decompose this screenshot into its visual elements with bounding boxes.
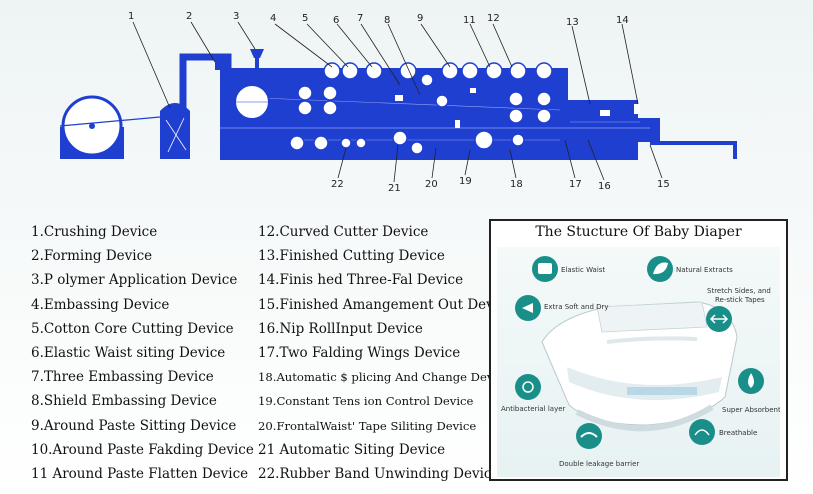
callout-15: 15 — [657, 179, 670, 190]
callout-22: 22 — [331, 179, 344, 190]
callout-1: 1 — [128, 11, 134, 22]
device-item-14: 14.Finis hed Three-Fal Device — [258, 272, 464, 289]
feature-antibacterial-layer: Antibacterial layer — [501, 405, 566, 413]
out-conveyor — [650, 141, 736, 145]
extra-soft-dry-icon — [515, 295, 541, 321]
callout-16: 16 — [598, 181, 611, 192]
device-item-2: 2.Forming Device — [31, 248, 153, 265]
polymer-hopper — [250, 49, 264, 58]
device-item-16: 16.Nip RollInput Device — [258, 320, 423, 337]
device-item-18: 18.Automatic $ plicing And Change Device — [258, 370, 511, 385]
stretch-sides-icon — [706, 306, 732, 332]
callout-14: 14 — [616, 15, 629, 26]
callout-9: 9 — [417, 13, 423, 24]
breathable-icon — [689, 419, 715, 445]
feature-double-leakage-barrier: Double leakage barrier — [559, 460, 639, 468]
device-item-3: 3.P olymer Application Device — [31, 272, 238, 289]
production-line-diagram: 1 2 3 4 5 6 7 8 9 11 12 13 14 22 21 20 1… — [59, 11, 737, 194]
device-item-7: 7.Three Embassing Device — [31, 369, 214, 386]
callout-20: 20 — [425, 179, 438, 190]
callout-4: 4 — [270, 13, 276, 24]
feature-breathable: Breathable — [719, 429, 757, 437]
device-item-17: 17.Two Falding Wings Device — [258, 345, 461, 362]
feature-elastic-waist: Elastic Waist — [561, 266, 605, 274]
device-item-1: 1.Crushing Device — [31, 224, 158, 240]
callout-17: 17 — [569, 179, 582, 190]
device-item-13: 13.Finished Cutting Device — [258, 248, 445, 265]
diaper-structure-panel: The Stucture Of Baby Diaper — [489, 219, 788, 481]
device-item-8: 8.Shield Embassing Device — [31, 393, 217, 410]
device-item-11: 11 Around Paste Flatten Device — [31, 466, 249, 483]
forming-device — [160, 111, 190, 159]
callout-2: 2 — [186, 11, 192, 22]
callout-18: 18 — [510, 179, 523, 190]
embossing-rolls — [289, 62, 553, 155]
device-item-6: 6.Elastic Waist siting Device — [31, 345, 226, 362]
device-item-10: 10.Around Paste Fakding Device — [31, 441, 254, 458]
callout-5: 5 — [302, 13, 308, 24]
device-list-left: 1.Crushing Device 2.Forming Device 3.P o… — [31, 220, 254, 486]
device-item-9: 9.Around Paste Sitting Device — [31, 417, 237, 434]
callout-19: 19 — [459, 176, 472, 187]
callout-6: 6 — [333, 15, 339, 26]
device-list-right: 12.Curved Cutter Device 13.Finished Cutt… — [258, 220, 514, 486]
device-item-22: 22.Rubber Band Unwinding Device — [258, 466, 500, 483]
callout-8: 8 — [384, 15, 390, 26]
device-item-15: 15.Finished Amangement Out Device — [258, 296, 514, 313]
elastic-waist-icon — [532, 256, 558, 282]
callout-7: 7 — [357, 13, 363, 24]
callout-12: 12 — [487, 13, 500, 24]
callout-21: 21 — [388, 183, 401, 194]
feature-natural-extracts: Natural Extracts — [676, 266, 733, 274]
structure-figure: Elastic Waist Natural Extracts Extra Sof… — [497, 247, 780, 477]
feature-extra-soft-dry: Extra Soft and Dry — [544, 303, 609, 311]
feature-super-absorbent: Super Absorbent — [722, 406, 780, 414]
device-item-20: 20.FrontalWaist' Tape Siliting Device — [258, 418, 477, 433]
diaper-illustration — [541, 301, 738, 432]
callout-13: 13 — [566, 17, 579, 28]
device-item-4: 4.Embassing Device — [31, 296, 170, 313]
natural-extracts-icon — [647, 256, 673, 282]
callout-3: 3 — [233, 11, 239, 22]
device-item-12: 12.Curved Cutter Device — [258, 224, 429, 240]
feature-restick-tapes: Re-stick Tapes — [715, 296, 765, 304]
double-leakage-barrier-icon — [576, 423, 602, 449]
device-item-21: 21 Automatic Siting Device — [258, 441, 446, 458]
device-item-19: 19.Constant Tens ion Control Device — [258, 394, 474, 409]
feature-stretch-sides: Stretch Sides, and — [707, 287, 771, 295]
antibacterial-layer-icon — [515, 374, 541, 400]
device-item-5: 5.Cotton Core Cutting Device — [31, 320, 234, 337]
structure-title: The Stucture Of Baby Diaper — [535, 224, 742, 240]
callout-11: 11 — [463, 15, 476, 26]
super-absorbent-icon — [738, 368, 764, 394]
